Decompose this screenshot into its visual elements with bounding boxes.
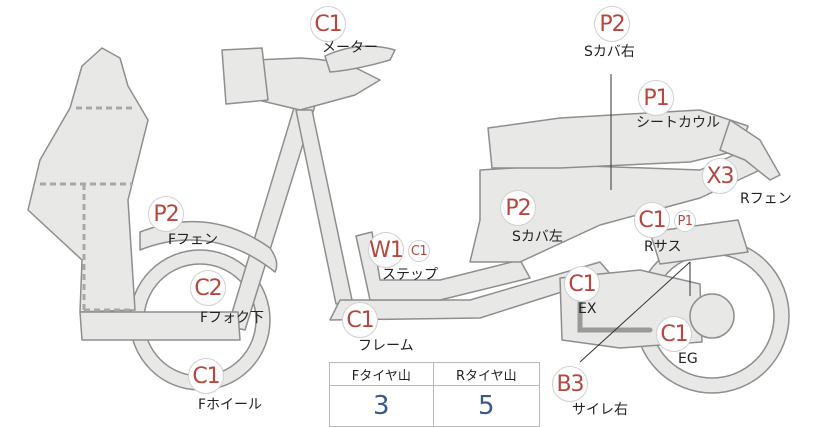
fork-lower-shape (79, 311, 241, 341)
side-cover-shape (469, 149, 761, 263)
front-fender-shape (139, 220, 278, 273)
tire-tread-table: Fタイヤ山 Rタイヤ山 3 5 (329, 362, 541, 427)
r-suspension-code-badge: C1 (634, 202, 670, 238)
s-cover-left-label: Sカバ左 (512, 229, 563, 245)
step-code-badge: W1 (368, 232, 404, 268)
rear-fender-shape (719, 119, 781, 181)
legshield-shape (27, 47, 149, 313)
seat-cowl-label: シートカウル (636, 115, 720, 131)
silencer-right-code-badge: B3 (552, 366, 588, 402)
rear-suspension-shape (649, 219, 749, 265)
f-wheel-label: Fホイール (198, 397, 263, 413)
frame-tube-shape (295, 109, 353, 305)
exhaust-label: EX (578, 301, 597, 317)
exhaust-code-badge: C1 (564, 266, 600, 302)
tire-table-value-row: 3 5 (329, 385, 541, 427)
rear-tire-value: 5 (432, 385, 541, 427)
r-fender-code-badge: X3 (702, 158, 738, 194)
r-suspension-sub-code-badge: P1 (674, 210, 696, 232)
engine-label: EG (678, 351, 698, 367)
f-wheel-code-badge: C1 (188, 358, 224, 394)
frame-label: フレーム (358, 338, 414, 354)
silencer-right-label: サイレ右 (572, 402, 628, 418)
step-label: ステップ (382, 267, 438, 283)
f-fender-label: Fフェン (168, 232, 219, 248)
front-tire-header: Fタイヤ山 (329, 362, 434, 386)
r-fender-label: Rフェン (740, 191, 792, 207)
r-suspension-label: Rサス (644, 239, 682, 255)
f-fender-code-badge: P2 (148, 196, 184, 232)
rear-tire-header: Rタイヤ山 (432, 362, 541, 386)
f-fork-lower-label: Fフォク下 (200, 310, 265, 326)
s-cover-left-code-badge: P2 (500, 190, 536, 226)
f-fork-lower-code-badge: C2 (190, 270, 226, 306)
meter-code-badge: C1 (310, 6, 346, 42)
engine-code-badge: C1 (656, 316, 692, 352)
step-sub-code-badge: C1 (408, 240, 430, 262)
front-tire-value: 3 (329, 385, 434, 427)
s-cover-right-label: Sカバ右 (584, 44, 635, 60)
seat-cowl-code-badge: P1 (638, 80, 674, 116)
meter-shape (324, 45, 396, 73)
s-cover-right-code-badge: P2 (594, 6, 630, 42)
hub-shape (689, 293, 735, 339)
meter-label: メーター (322, 40, 378, 56)
tire-table-header-row: Fタイヤ山 Rタイヤ山 (329, 362, 541, 386)
headlamp-shape (221, 47, 269, 105)
frame-code-badge: C1 (342, 302, 378, 338)
